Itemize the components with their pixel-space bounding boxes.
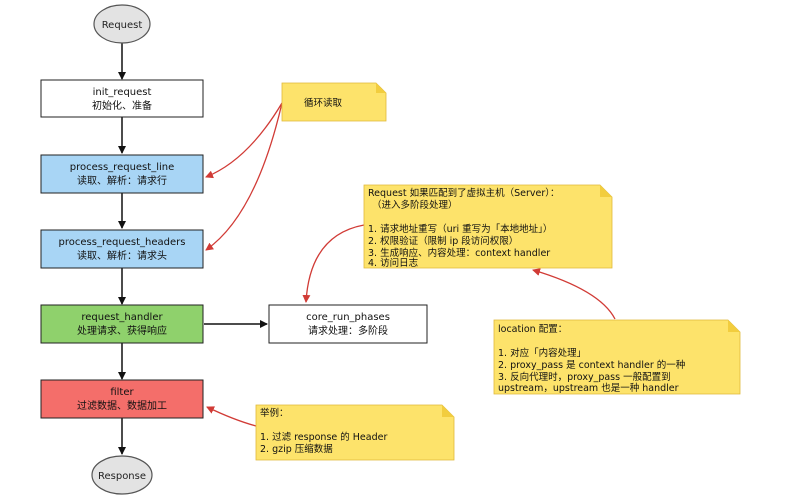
init-request-title: init_request — [93, 87, 152, 98]
note-location-line-4: 3. 反向代理时，proxy_pass 一般配置到 — [498, 371, 671, 383]
start-label: Request — [102, 20, 143, 31]
note-filter-example-line-2: 1. 过滤 response 的 Header — [260, 431, 387, 443]
note-filter-example-line-3: 2. gzip 压缩数据 — [260, 443, 333, 455]
request-handler-desc: 处理请求、获得响应 — [77, 324, 167, 337]
process-request-headers-node: process_request_headers 读取、解析：请求头 — [40, 229, 204, 269]
note-virtual-host-line-0: Request 如果匹配到了虚拟主机（Server）： — [368, 187, 560, 199]
core-run-phases-node: core_run_phases 请求处理：多阶段 — [268, 304, 428, 344]
virtual-host-arrow-to-phases — [302, 224, 365, 303]
note-location-line-3: 2. proxy_pass 是 context handler 的一种 — [498, 359, 685, 371]
note-loop-read: 循环读取 — [281, 82, 387, 122]
note-location-line-2: 1. 对应「内容处理」 — [498, 347, 586, 359]
request-handler-title: request_handler — [81, 312, 163, 323]
note-loop-read-line-0: 循环读取 — [304, 97, 343, 109]
note-location-line-5: upstream，upstream 也是一种 handler — [498, 382, 679, 394]
note-virtual-host-line-5: 3. 生成响应、内容处理：context handler — [368, 247, 550, 259]
start-node: Request — [93, 4, 151, 44]
process-request-headers-desc: 读取、解析：请求头 — [77, 249, 167, 262]
filter-desc: 过滤数据、数据加工 — [77, 399, 167, 412]
filter-example-arrow-to-filter — [206, 406, 257, 427]
note-filter-example: 举例： 1. 过滤 response 的 Header 2. gzip 压缩数据 — [255, 404, 455, 461]
core-run-phases-title: core_run_phases — [306, 312, 390, 323]
filter-node: filter 过滤数据、数据加工 — [40, 379, 204, 419]
note-location-line-0: location 配置： — [498, 324, 567, 335]
note-virtual-host-line-4: 2. 权限验证（限制 ip 段访问权限） — [368, 235, 518, 247]
annotation-connectors — [205, 102, 616, 427]
loop-read-arrow-to-line — [205, 102, 283, 179]
process-request-line-desc: 读取、解析：请求行 — [77, 174, 167, 187]
process-request-headers-title: process_request_headers — [59, 237, 186, 248]
note-location: location 配置： 1. 对应「内容处理」 2. proxy_pass 是… — [493, 319, 741, 395]
note-virtual-host-line-6: 4. 访问日志 — [368, 257, 418, 269]
core-run-phases-desc: 请求处理：多阶段 — [308, 324, 388, 337]
process-request-line-title: process_request_line — [70, 162, 175, 173]
filter-title: filter — [110, 387, 134, 398]
loop-read-arrow-to-headers — [205, 102, 283, 251]
note-virtual-host-line-1: （进入多阶段处理） — [372, 199, 458, 211]
note-filter-example-line-0: 举例： — [260, 407, 289, 419]
end-node: Response — [91, 455, 153, 495]
note-virtual-host: Request 如果匹配到了虚拟主机（Server）： （进入多阶段处理） 1.… — [363, 184, 613, 269]
end-label: Response — [98, 471, 146, 482]
note-virtual-host-line-3: 1. 请求地址重写（uri 重写为「本地地址」） — [368, 223, 552, 235]
flow-connectors — [118, 43, 268, 455]
init-request-node: init_request 初始化、准备 — [40, 79, 204, 118]
process-request-line-node: process_request_line 读取、解析：请求行 — [40, 154, 204, 194]
location-arrow-to-virtual-host — [532, 268, 616, 320]
request-handler-node: request_handler 处理请求、获得响应 — [40, 304, 204, 344]
init-request-desc: 初始化、准备 — [92, 99, 152, 112]
